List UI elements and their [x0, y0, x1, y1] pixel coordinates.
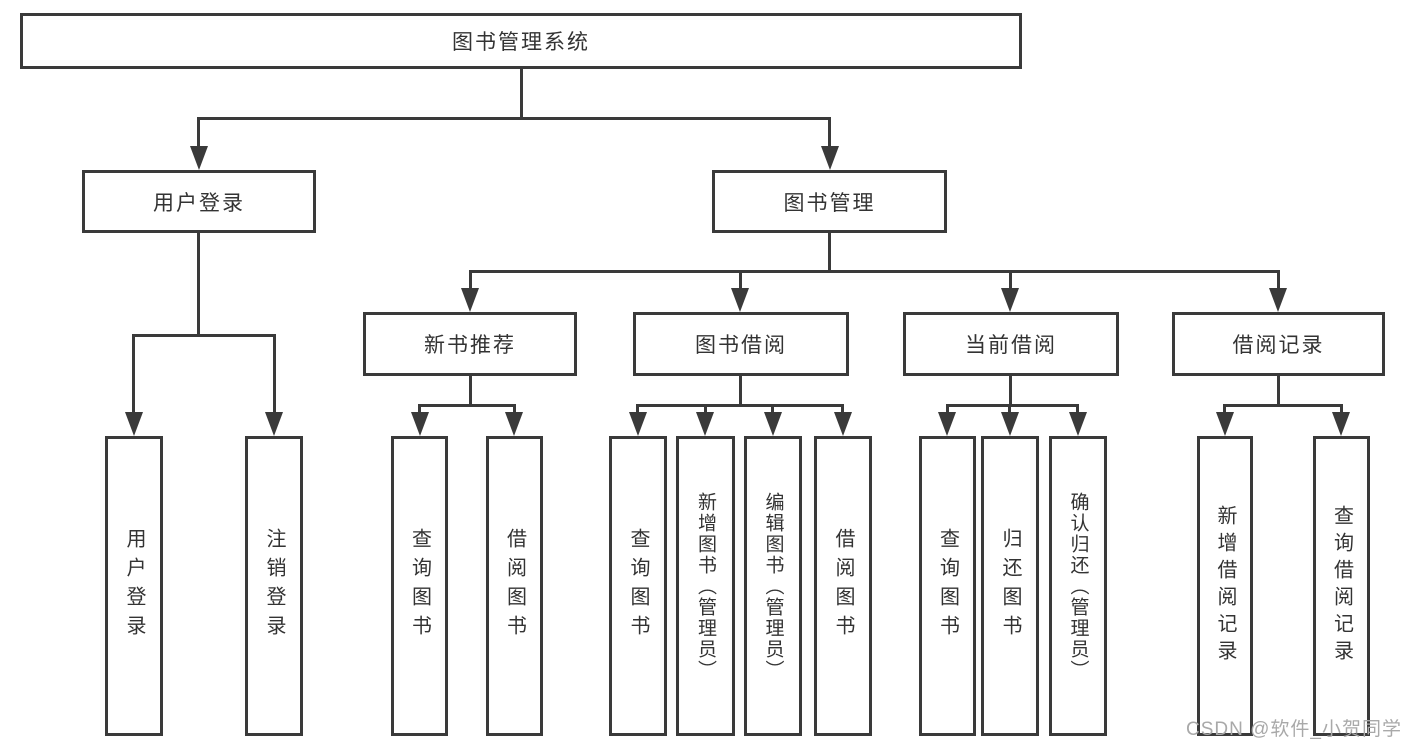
- leaf-query-book-borrow: 查询图书: [609, 436, 667, 736]
- leaf-logout-label: 注销登录: [263, 528, 285, 644]
- connector-segment: [520, 69, 523, 119]
- arrowhead-down-icon: [764, 412, 782, 436]
- leaf-query-borrow-record: 查询借阅记录: [1313, 436, 1370, 736]
- node-user-login-label: 用户登录: [153, 191, 245, 215]
- connector-segment: [739, 376, 742, 406]
- arrowhead-down-icon: [461, 288, 479, 312]
- connector-segment: [1009, 270, 1012, 292]
- connector-segment: [1076, 404, 1079, 418]
- leaf-return-book: 归还图书: [981, 436, 1039, 736]
- leaf-borrow-book-recommend: 借阅图书: [486, 436, 543, 736]
- node-book-management: 图书管理: [712, 170, 947, 233]
- node-current-borrow: 当前借阅: [903, 312, 1119, 376]
- leaf-user-login-label: 用户登录: [123, 528, 145, 644]
- arrowhead-down-icon: [1069, 412, 1087, 436]
- connector-segment: [1223, 404, 1342, 407]
- leaf-borrow-book-recommend-label: 借阅图书: [503, 528, 526, 644]
- leaf-add-borrow-record: 新增借阅记录: [1197, 436, 1253, 736]
- connector-segment: [513, 404, 516, 418]
- arrowhead-down-icon: [821, 146, 839, 170]
- leaf-confirm-return-admin-label: 确认归还（管理员）: [1067, 491, 1089, 681]
- node-new-book-recommend-label: 新书推荐: [424, 334, 516, 357]
- connector-segment: [1223, 404, 1226, 418]
- connector-segment: [197, 233, 200, 337]
- leaf-add-borrow-record-label: 新增借阅记录: [1214, 505, 1236, 667]
- leaf-borrow-book-label: 借阅图书: [832, 528, 854, 644]
- node-book-management-label: 图书管理: [783, 191, 876, 215]
- leaf-user-login: 用户登录: [105, 436, 163, 736]
- node-new-book-recommend: 新书推荐: [363, 312, 577, 376]
- connector-segment: [841, 404, 844, 418]
- connector-segment: [1009, 376, 1012, 406]
- leaf-query-book-recommend-label: 查询图书: [408, 528, 431, 644]
- arrowhead-down-icon: [1269, 288, 1287, 312]
- arrowhead-down-icon: [1216, 412, 1234, 436]
- arrowhead-down-icon: [696, 412, 714, 436]
- connector-segment: [828, 233, 831, 273]
- connector-segment: [197, 117, 200, 150]
- connector-segment: [469, 270, 1280, 273]
- connector-segment: [418, 404, 421, 418]
- node-book-borrow-label: 图书借阅: [695, 334, 787, 357]
- arrowhead-down-icon: [834, 412, 852, 436]
- leaf-query-book-current: 查询图书: [919, 436, 976, 736]
- arrowhead-down-icon: [1332, 412, 1350, 436]
- leaf-logout: 注销登录: [245, 436, 303, 736]
- connector-segment: [704, 404, 707, 418]
- leaf-query-book-borrow-label: 查询图书: [627, 528, 649, 644]
- arrowhead-down-icon: [505, 412, 523, 436]
- node-root: 图书管理系统: [20, 13, 1022, 69]
- leaf-query-book-current-label: 查询图书: [936, 528, 959, 644]
- node-book-borrow: 图书借阅: [633, 312, 849, 376]
- connector-segment: [273, 334, 276, 416]
- connector-segment: [636, 404, 844, 407]
- arrowhead-down-icon: [1001, 288, 1019, 312]
- node-user-login: 用户登录: [82, 170, 316, 233]
- leaf-confirm-return-admin: 确认归还（管理员）: [1049, 436, 1107, 736]
- connector-segment: [469, 270, 472, 292]
- connector-segment: [469, 376, 472, 406]
- arrowhead-down-icon: [629, 412, 647, 436]
- connector-segment: [1008, 404, 1011, 418]
- connector-segment: [946, 404, 1079, 407]
- arrowhead-down-icon: [411, 412, 429, 436]
- node-borrow-records-label: 借阅记录: [1232, 334, 1325, 357]
- leaf-query-borrow-record-label: 查询借阅记录: [1330, 505, 1353, 667]
- arrowhead-down-icon: [125, 412, 143, 436]
- arrowhead-down-icon: [265, 412, 283, 436]
- connector-segment: [198, 117, 831, 120]
- watermark: CSDN @软件_小贺同学: [1186, 719, 1402, 740]
- connector-segment: [1277, 376, 1280, 406]
- connector-segment: [1340, 404, 1343, 418]
- arrowhead-down-icon: [190, 146, 208, 170]
- leaf-query-book-recommend: 查询图书: [391, 436, 448, 736]
- connector-segment: [946, 404, 949, 418]
- leaf-edit-book-admin: 编辑图书（管理员）: [744, 436, 802, 736]
- node-borrow-records: 借阅记录: [1172, 312, 1385, 376]
- leaf-edit-book-admin-label: 编辑图书（管理员）: [762, 491, 784, 681]
- connector-segment: [636, 404, 639, 418]
- leaf-add-book-admin-label: 新增图书（管理员）: [695, 491, 716, 681]
- connector-segment: [132, 334, 135, 416]
- node-current-borrow-label: 当前借阅: [965, 334, 1057, 357]
- arrowhead-down-icon: [731, 288, 749, 312]
- leaf-borrow-book: 借阅图书: [814, 436, 872, 736]
- connector-segment: [771, 404, 774, 418]
- node-root-label: 图书管理系统: [452, 31, 590, 54]
- connector-segment: [1277, 270, 1280, 292]
- connector-segment: [828, 117, 831, 150]
- leaf-return-book-label: 归还图书: [999, 528, 1021, 644]
- connector-segment: [739, 270, 742, 292]
- leaf-add-book-admin: 新增图书（管理员）: [676, 436, 735, 736]
- connector-segment: [418, 404, 516, 407]
- arrowhead-down-icon: [938, 412, 956, 436]
- arrowhead-down-icon: [1001, 412, 1019, 436]
- connector-segment: [132, 334, 276, 337]
